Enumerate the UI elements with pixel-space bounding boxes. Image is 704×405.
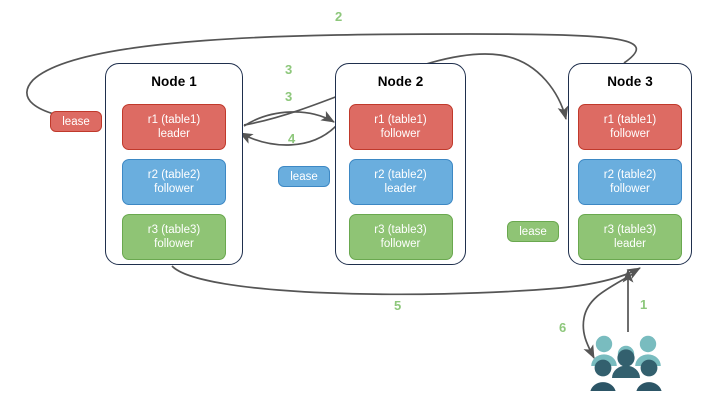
replica-r2[interactable]: r2 (table2) follower [122, 159, 226, 205]
lease-label: lease [62, 115, 90, 128]
node-card-node2[interactable]: Node 2 r1 (table1) follower r2 (table2) … [335, 63, 466, 265]
replica-r3[interactable]: r3 (table3) leader [578, 214, 682, 260]
node-title: Node 1 [151, 74, 197, 89]
step-label-5: 5 [394, 298, 402, 313]
replica-role: follower [154, 183, 194, 195]
replica-r2[interactable]: r2 (table2) leader [348, 159, 453, 205]
node-card-node3[interactable]: Node 3 r1 (table1) follower r2 (table2) … [568, 63, 692, 265]
replica-role: follower [610, 128, 650, 140]
edge-step-5 [171, 265, 641, 296]
replica-name: r2 (table2) [147, 169, 201, 181]
replica-name: r1 (table1) [147, 114, 201, 126]
replica-role: leader [158, 128, 190, 140]
lease-badge-table2[interactable]: lease [278, 166, 330, 187]
lease-badge-table3[interactable]: lease [507, 221, 559, 242]
node-card-node1[interactable]: Node 1 r1 (table1) leader r2 (table2) fo… [105, 63, 243, 265]
replica-r1[interactable]: r1 (table1) leader [122, 104, 226, 150]
step-label-2: 2 [335, 9, 343, 24]
step-label-1: 1 [640, 297, 648, 312]
replica-name: r1 (table1) [374, 114, 427, 126]
replica-r3[interactable]: r3 (table3) follower [122, 214, 226, 260]
replica-name: r1 (table1) [603, 114, 657, 126]
replica-name: r3 (table3) [374, 224, 427, 236]
step-label-3-lower: 3 [285, 89, 293, 104]
node-title: Node 3 [607, 74, 653, 89]
replica-role: follower [610, 183, 650, 195]
lease-badge-table1[interactable]: lease [50, 111, 102, 132]
replica-role: follower [154, 238, 194, 250]
edge-step-3-lower [243, 110, 335, 127]
step-label-6: 6 [559, 320, 567, 335]
replica-name: r2 (table2) [374, 169, 427, 181]
node-title: Node 2 [377, 74, 424, 89]
replica-name: r3 (table3) [603, 224, 657, 236]
replica-name: r2 (table2) [603, 169, 657, 181]
replica-role: follower [380, 128, 421, 140]
replica-name: r3 (table3) [147, 224, 201, 236]
step-label-3-upper: 3 [285, 62, 293, 77]
replica-role: leader [614, 238, 646, 250]
users-group-icon [590, 335, 662, 391]
replica-r1[interactable]: r1 (table1) follower [348, 104, 453, 150]
lease-label: lease [290, 170, 318, 183]
step-label-4: 4 [288, 131, 296, 146]
replica-role: leader [384, 183, 417, 195]
replica-r1[interactable]: r1 (table1) follower [578, 104, 682, 150]
replica-r2[interactable]: r2 (table2) follower [578, 159, 682, 205]
replica-r3[interactable]: r3 (table3) follower [348, 214, 453, 260]
replica-role: follower [380, 238, 421, 250]
lease-label: lease [519, 225, 547, 238]
